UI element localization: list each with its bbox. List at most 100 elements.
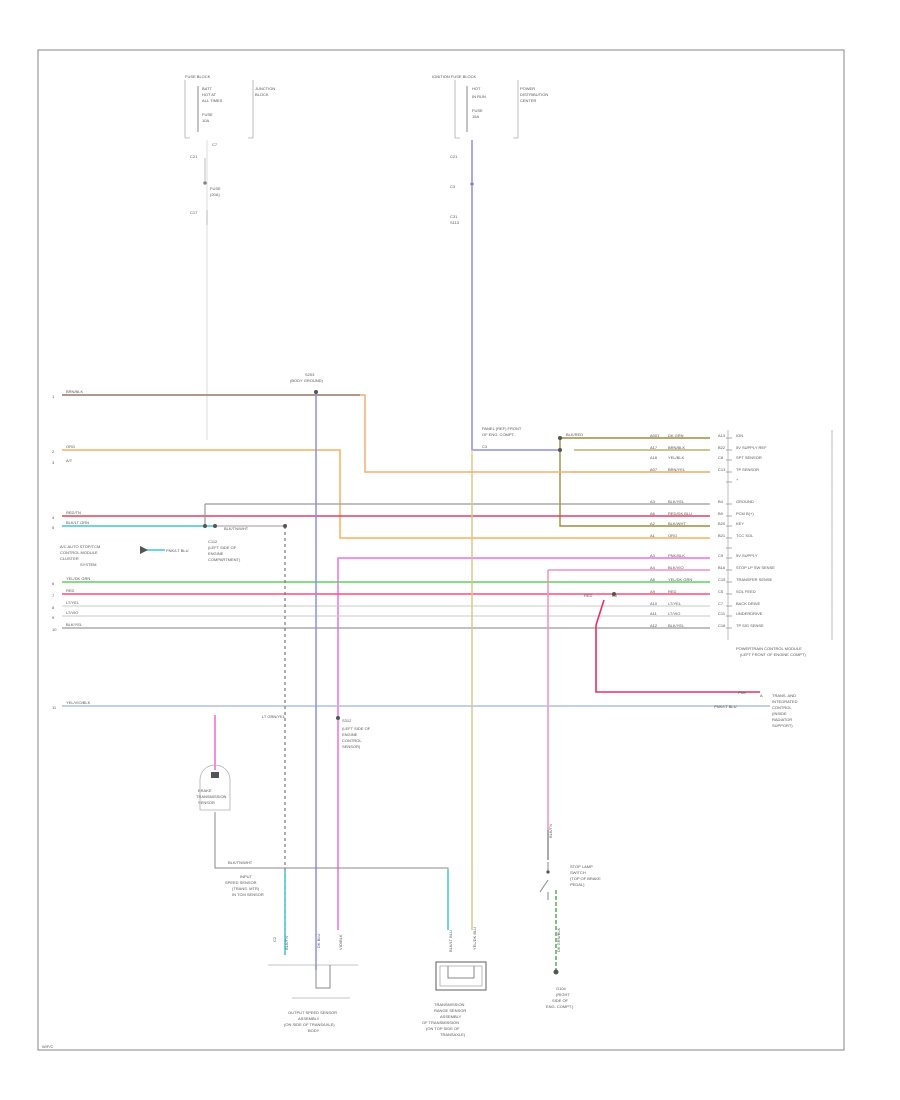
stop-switch-line: PEDAL) xyxy=(570,882,585,887)
pcm-pin-color: BLK/WHT xyxy=(668,521,686,526)
left-fuse-line: 10A xyxy=(202,118,209,123)
trans-range-sensor: TRANSMISSION RANGE SENSOR ASSEMBLY OF TR… xyxy=(422,927,487,1037)
speed-splice-line: SENSOR) xyxy=(342,744,361,749)
stop-code: BLK/TN xyxy=(548,824,553,838)
signal-label: ORG xyxy=(66,444,75,449)
signal-code: 4 xyxy=(52,515,55,520)
signal-label: RED/TN xyxy=(66,510,81,515)
signal-label: YEL/VIO/BLK xyxy=(66,700,91,705)
right-fuse-line: HOT xyxy=(472,86,481,91)
right-module-line: RADIATOR xyxy=(772,717,792,722)
pcm-pin-func: IGN xyxy=(736,433,743,438)
pcm-header-line: C3 xyxy=(482,444,488,449)
right-fuse-c1: C21 xyxy=(450,154,458,159)
pcm-pin-func: + xyxy=(736,477,739,482)
trans-sensor-line: RANGE SENSOR xyxy=(434,1008,466,1013)
mid-left-module: C112 (LEFT SIDE OF ENGINE COMPARTMENT) B… xyxy=(208,526,249,562)
trans-sensor-line: (ON TOP SIDE OF xyxy=(426,1026,460,1031)
pcm-header-wire: BLK/RED xyxy=(566,432,583,437)
pcm-title-sub: (LEFT FRONT OF ENGINE COMPT) xyxy=(740,652,807,657)
right-module-line: CONTROL xyxy=(772,705,792,710)
stop-ground-line: (RIGHT xyxy=(556,992,570,997)
signal-code: 1 xyxy=(52,394,55,399)
right-fuse-splice: S113 xyxy=(450,220,460,225)
right-module-line: SUPPORT) xyxy=(772,723,793,728)
pcm-pin-func: KEY xyxy=(736,521,744,526)
pcm-pin-pin: C16 xyxy=(718,623,726,628)
pcm-side-pin: B5 xyxy=(612,593,618,598)
left-fuse-line: FUSE xyxy=(202,112,213,117)
signal-label: BRN/BLK xyxy=(66,389,83,394)
pcm-pin-color: ORG xyxy=(668,533,677,538)
pcm-pin-func: PCM B(+) xyxy=(736,511,754,516)
pcm-pin-circuit: A07 xyxy=(650,467,658,472)
signal-code: 9 xyxy=(52,615,55,620)
right-module-line: INTEGRATED xyxy=(772,699,798,704)
pcm-pin-pin: C7 xyxy=(718,601,724,606)
pcm-pin-color: YEL/BLK xyxy=(668,455,685,460)
input-sensor-line: INPUT xyxy=(240,874,253,879)
output-sensor-line: ASSEMBLY xyxy=(298,1016,320,1021)
output-sensor-line: OUTPUT SPEED SENSOR xyxy=(288,1010,337,1015)
pcm-pin-color: BRN/BLK xyxy=(668,445,685,450)
left-fuse-c3: C17 xyxy=(190,210,198,215)
input-speed-sensor: INPUT SPEED SENSOR (TRANS. MTR) IN TCM S… xyxy=(225,874,264,897)
pcm-pin-circuit: A10 xyxy=(650,601,658,606)
left-fuse-line: HOT AT xyxy=(202,92,217,97)
speed-splice: S312 (LEFT SIDE OF ENGINE CONTROL SENSOR… xyxy=(262,714,371,749)
stop-ground-line: SIDE OF xyxy=(552,998,569,1003)
wire-2 xyxy=(62,449,710,539)
pcm-pin-pin: C9 xyxy=(718,553,724,558)
pcm-pin-color: PNK/BLK xyxy=(668,553,685,558)
splice-dots xyxy=(203,390,616,975)
signal-code: 2 xyxy=(52,449,55,454)
pcm-header-line: PANEL (REF) FRONT xyxy=(482,426,522,431)
right-module-wire: PNK xyxy=(738,690,747,695)
left-module-line: CONTROL MODULE xyxy=(60,550,98,555)
signal-label: BLK/YEL xyxy=(66,622,83,627)
left-fuse-c2: C7 xyxy=(212,142,218,147)
stop-switch-line: SWITCH xyxy=(570,870,586,875)
pcm-pin-circuit: A3 xyxy=(650,553,656,558)
left-fuse-label: (20A) xyxy=(210,192,220,197)
pcm-pin-pin: B22 xyxy=(718,445,726,450)
right-fuse-side: CENTER xyxy=(520,98,537,103)
pcm-pin-circuit: A17 xyxy=(650,445,658,450)
pcm-pin-color: BRN/YEL xyxy=(668,467,686,472)
pcm-pin-func: UNDERDRIVE xyxy=(736,611,763,616)
input-sensor-line: SPEED SENSOR xyxy=(225,880,257,885)
signal-code: 11 xyxy=(52,705,57,710)
pcm-pin-func: SOL FEED xyxy=(736,589,756,594)
pcm-pin-color: BLK/VIO xyxy=(668,565,684,570)
left-fuse-line: ALL TIMES xyxy=(202,98,223,103)
signal-label: A/T xyxy=(66,458,73,463)
input-sensor-line: (TRANS. MTR) xyxy=(232,886,260,891)
left-fuse-label: FUSE xyxy=(210,186,221,191)
mid-left-line: (LEFT SIDE OF xyxy=(208,545,237,550)
signal-label: YEL/DK GRN xyxy=(66,576,90,581)
pcm-pin-circuit: A4 xyxy=(650,565,656,570)
wire-red-module xyxy=(595,625,760,693)
pcm-pin-func: BACK DRIVE xyxy=(736,601,761,606)
output-code: VIO/BLK xyxy=(338,934,343,950)
pcm-pin-func: GROUND xyxy=(736,499,754,504)
mid-left-line: ENGINE xyxy=(208,551,224,556)
pcm-header-line: OF ENG. COMPT. xyxy=(482,432,515,437)
trans-sensor-line: OF TRANSMISSION xyxy=(422,1020,459,1025)
pcm-pin-pin: B20 xyxy=(718,521,726,526)
signal-code: 7 xyxy=(52,593,55,598)
pcm-pin-func: TP SIG SENSE xyxy=(736,623,764,628)
input-sensor-line: IN TCM SENSOR xyxy=(232,892,264,897)
pcm-pin-circuit: A11 xyxy=(650,611,658,616)
left-fuse-block: FUSE BLOCK BATT HOT AT ALL TIMES FUSE 10… xyxy=(184,74,275,440)
mid-left-line: C112 xyxy=(208,539,218,544)
stop-lamp-switch: STOP LAMP SWITCH (TOP OF BRAKE PEDAL) G1… xyxy=(539,824,601,1009)
left-fuse-block-title: FUSE BLOCK xyxy=(185,74,211,79)
pcm-pin-func: 5V SUPPLY REF xyxy=(736,445,767,450)
pcm-pin-pin: B9 xyxy=(718,511,724,516)
wire-harness xyxy=(62,140,770,970)
stop-switch-line: (TOP OF BRAKE xyxy=(570,876,601,881)
trans-sensor-line: TRANSMISSION xyxy=(434,1002,465,1007)
pcm-pin-color: LT/YEL xyxy=(668,601,682,606)
